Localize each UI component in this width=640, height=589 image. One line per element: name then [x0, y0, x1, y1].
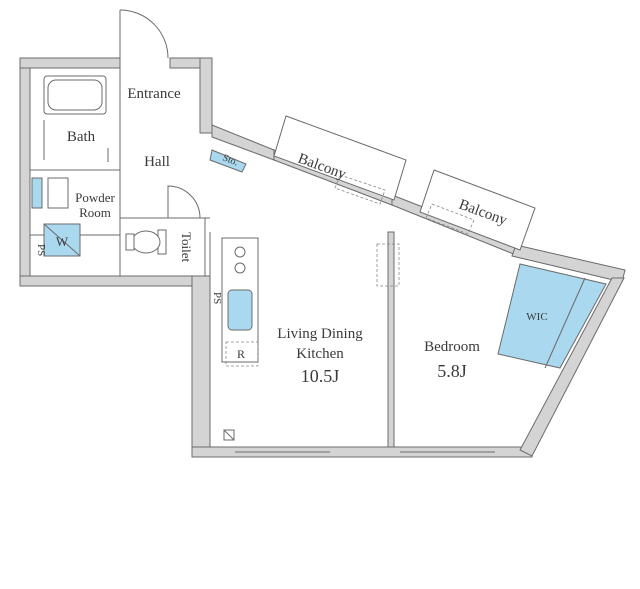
bathtub [43, 75, 107, 115]
wic-label: WIC [526, 311, 547, 323]
ldk-size-label: 10.5J [301, 366, 340, 386]
ldk-label-1: Living Dining [277, 326, 363, 342]
ldk-label-2: Kitchen [296, 346, 344, 362]
powder-room-label-1: Powder [75, 190, 115, 205]
wic-area [497, 263, 607, 369]
powder-room-label-2: Room [79, 205, 111, 220]
toilet-door-swing [167, 185, 201, 219]
bedroom-size-label: 5.8J [437, 361, 467, 381]
refrigerator-label: R [237, 347, 245, 361]
kitchen-counter [221, 237, 259, 367]
washer-label: W [56, 234, 69, 249]
interior-walls [30, 68, 395, 448]
balcony-left-area [273, 115, 407, 205]
ps-label-left: PS [35, 244, 47, 256]
hall-label: Hall [144, 154, 170, 170]
bath-label: Bath [67, 129, 96, 145]
exterior-walls [19, 57, 626, 458]
toilet-fixture [125, 229, 167, 255]
powder-storage [31, 177, 43, 209]
balcony-right-area [419, 169, 536, 251]
vanity-sink [47, 177, 69, 209]
storage-space [209, 149, 247, 173]
window-ldk-bedroom [376, 243, 400, 287]
bedroom-label: Bedroom [424, 339, 480, 355]
entrance-label: Entrance [127, 86, 181, 102]
entrance-door [119, 9, 169, 59]
storage-label: Sto. [221, 153, 240, 169]
toilet-label: Toilet [179, 232, 194, 263]
ps-label-kitchen: PS [211, 292, 223, 304]
